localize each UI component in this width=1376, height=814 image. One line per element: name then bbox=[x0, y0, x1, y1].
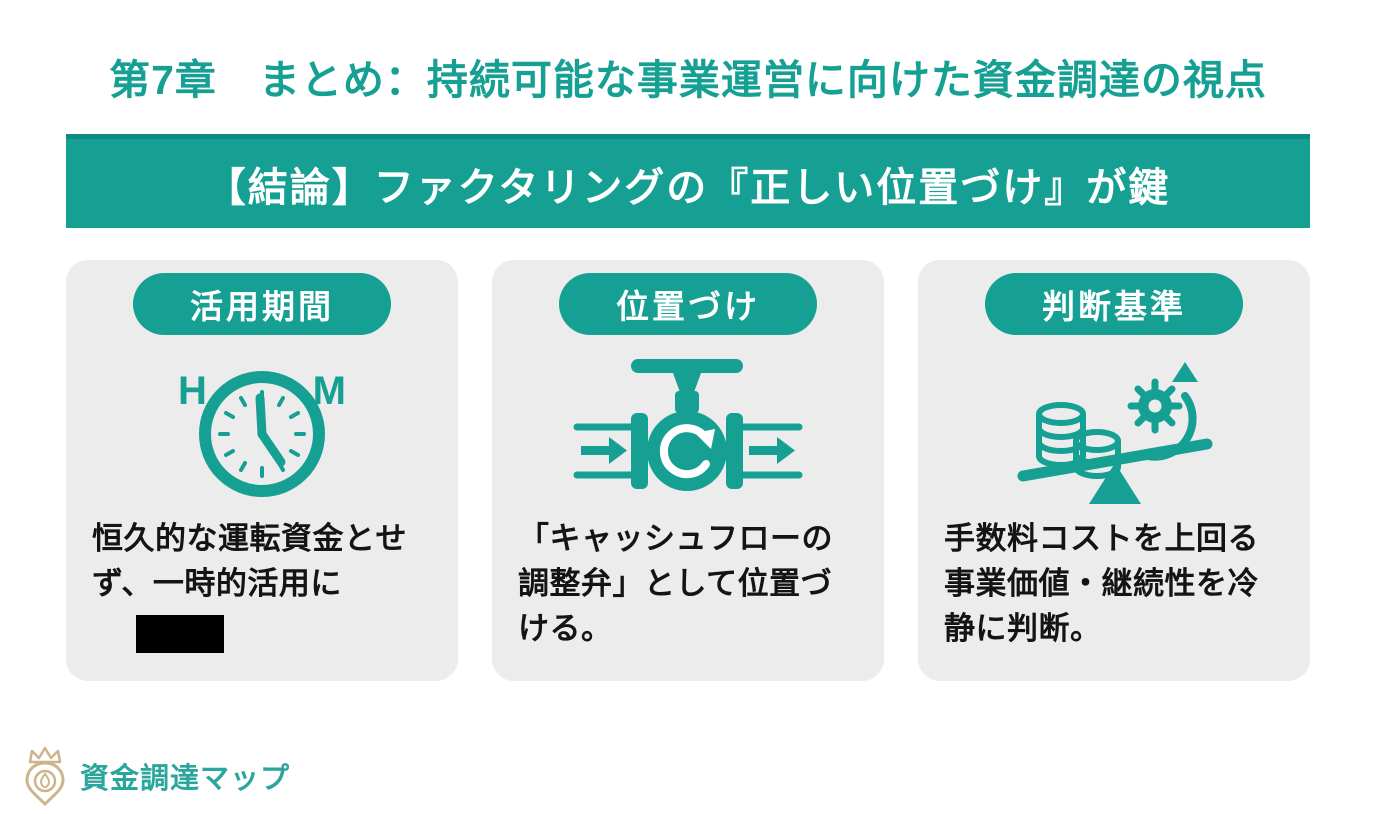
card-usage-period-header-label: 活用期間 bbox=[190, 288, 334, 325]
summary-cards-row: 活用期間 H M bbox=[66, 260, 1310, 681]
site-logo-text: 資金調達マップ bbox=[80, 763, 291, 795]
conclusion-banner-text: 【結論】ファクタリングの『正しい位置づけ』が鍵 bbox=[205, 165, 1171, 210]
card-usage-period-icon-area: H M bbox=[92, 335, 432, 517]
card-judgment-criteria-header: 判断基準 bbox=[985, 273, 1243, 335]
card-usage-period: 活用期間 H M bbox=[66, 260, 458, 681]
svg-text:H: H bbox=[178, 369, 207, 413]
clock-hm-icon: H M bbox=[164, 346, 360, 506]
pipe-valve-flow-icon bbox=[573, 351, 803, 501]
card-positioning-header-label: 位置づけ bbox=[616, 288, 760, 325]
balance-scale-coins-gear-icon bbox=[1009, 344, 1219, 509]
card-judgment-criteria-icon-area bbox=[944, 335, 1284, 517]
card-positioning-icon-area bbox=[518, 335, 858, 517]
card-judgment-criteria-body: 手数料コストを上回る事業価値・継続性を冷静に判断。 bbox=[944, 521, 1259, 646]
site-logo: 資金調達マップ bbox=[20, 746, 290, 806]
redacted-block bbox=[136, 614, 224, 653]
card-judgment-criteria-header-label: 判断基準 bbox=[1042, 288, 1186, 325]
card-judgment-criteria: 判断基準 bbox=[918, 260, 1310, 681]
card-positioning-header: 位置づけ bbox=[559, 273, 817, 335]
card-positioning: 位置づけ bbox=[492, 260, 884, 681]
page-title: 第7章 まとめ：持続可能な事業運営に向けた資金調達の視点 bbox=[109, 57, 1267, 103]
card-usage-period-header: 活用期間 bbox=[133, 273, 391, 335]
card-positioning-body: 「キャッシュフローの調整弁」として位置づける。 bbox=[518, 521, 833, 646]
conclusion-banner: 【結論】ファクタリングの『正しい位置づけ』が鍵 bbox=[66, 134, 1310, 228]
crown-map-pin-icon bbox=[20, 746, 70, 806]
card-usage-period-body: 恒久的な運転資金とせず、一時的活用に bbox=[92, 521, 407, 601]
